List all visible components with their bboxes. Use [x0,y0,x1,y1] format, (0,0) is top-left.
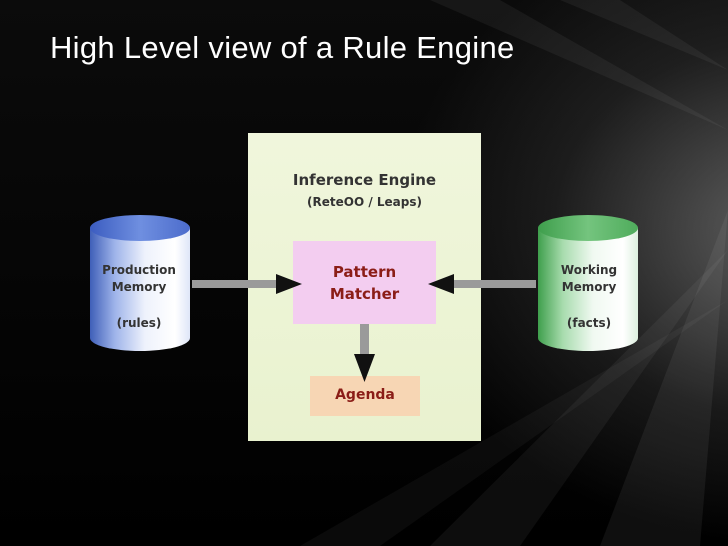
working-memory-line2: Memory [561,280,617,294]
pattern-matcher-line1: Pattern [332,263,397,281]
pattern-matcher-box: Pattern Matcher [293,241,436,324]
slide-title: High Level view of a Rule Engine [50,30,515,65]
arrow-working-to-matcher [428,274,536,294]
pattern-matcher-line2: Matcher [329,285,400,303]
working-memory-line3: (facts) [566,316,612,330]
production-memory-line3: (rules) [116,316,162,330]
production-memory-cylinder [90,215,190,351]
arrow-production-to-matcher [192,274,302,294]
arrow-matcher-to-agenda [354,324,375,382]
inference-engine-title: Inference Engine [292,171,437,189]
working-memory-line1: Working [560,263,618,277]
agenda-box: Agenda [310,376,420,416]
working-memory-cylinder [538,215,638,351]
agenda-label: Agenda [335,387,395,403]
production-memory-line2: Memory [111,280,167,294]
production-memory-label: Production Memory (rules) [94,262,184,332]
inference-engine-subtitle: (ReteOO / Leaps) [307,195,422,209]
production-memory-line1: Production [102,263,176,277]
working-memory-label: Working Memory (facts) [544,262,634,332]
pattern-matcher-label: Pattern Matcher [293,261,436,305]
